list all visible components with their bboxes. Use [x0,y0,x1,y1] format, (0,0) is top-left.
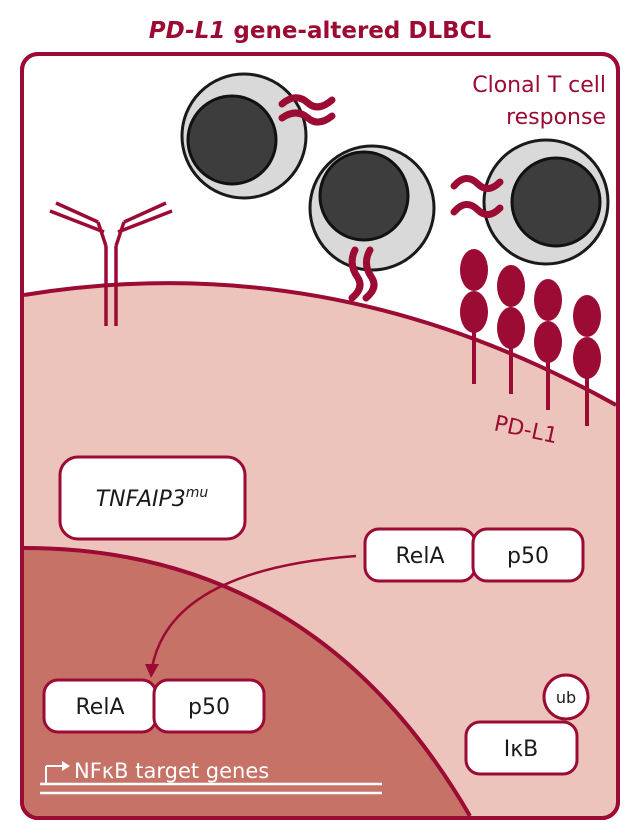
tnfaip3-label: TNFAIP3mu [96,485,209,512]
cell-membrane [23,281,617,407]
ikb-label: IκB [504,737,539,762]
p50-cytoplasm-box [471,527,585,583]
t-cell-icon [482,138,610,266]
rela-cytoplasm-label: RelA [396,544,445,569]
antibody-icon [49,201,173,326]
ub-label: ub [556,688,576,707]
pd-l1-receptor-icon [497,265,525,394]
clonal-response-label-line1: Clonal T cell [472,73,606,98]
t-cell-icon [180,72,308,200]
nfkb-target-genes-label: NFκB target genes [74,759,269,783]
title-italic-part: PD-L1 [149,18,226,44]
translocation-arrowhead [145,664,159,678]
tcr-icon [278,94,336,126]
pd-l1-receptor-icon [460,249,488,384]
tcr-icon [450,175,504,218]
translocation-arrow [150,554,357,669]
rela-nucleus-label: RelA [76,695,125,720]
tnfaip3-superscript: mu [186,485,209,501]
ikb-box [464,720,579,776]
p50-cytoplasm-label: p50 [507,544,549,569]
nuclear-membrane [23,546,472,818]
tcr-icon [348,246,378,302]
frame-overlay [20,52,620,820]
tnfaip3-box [58,455,247,541]
figure-title: PD-L1 gene-altered DLBCL [149,18,492,44]
p50-nucleus-label: p50 [188,695,230,720]
clonal-response-label-line2: response [506,105,606,130]
tnfaip3-base: TNFAIP3 [96,487,186,512]
transcription-arrowhead [62,761,70,771]
t-cell-icon [308,144,436,272]
ub-circle [542,673,590,721]
pd-l1-receptor-icon [534,279,562,410]
p50-nucleus-box [152,678,266,734]
transcription-arrow-icon [45,765,62,783]
title-rest: gene-altered DLBCL [225,18,491,44]
pd-l1-receptor-icon [573,295,601,426]
